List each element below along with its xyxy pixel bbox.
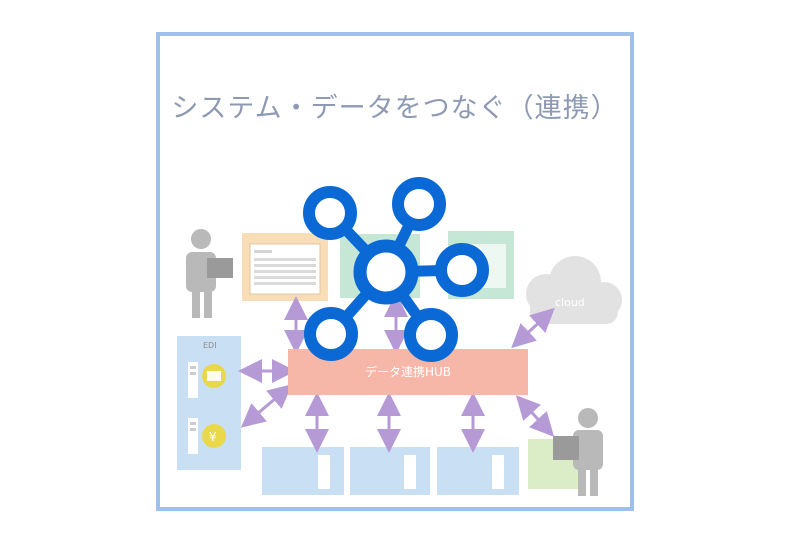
cloud-label: cloud	[555, 296, 585, 309]
yen-icon	[202, 424, 226, 448]
module-bottom-3	[437, 447, 519, 495]
svg-text:¥: ¥	[209, 430, 217, 444]
module-bottom-2	[350, 447, 430, 495]
person-laptop-icon	[186, 229, 233, 318]
module-bottom-1	[262, 447, 344, 495]
edi-label: EDI	[203, 341, 217, 350]
module-orange	[242, 233, 328, 301]
data-hub-bar: データ連携HUB	[288, 349, 528, 395]
connector-arrows	[238, 293, 555, 453]
person-desktop-icon	[553, 408, 603, 496]
diagram-title: システム・データをつなぐ（連携）	[171, 93, 619, 124]
edi-box: ¥	[177, 336, 241, 470]
